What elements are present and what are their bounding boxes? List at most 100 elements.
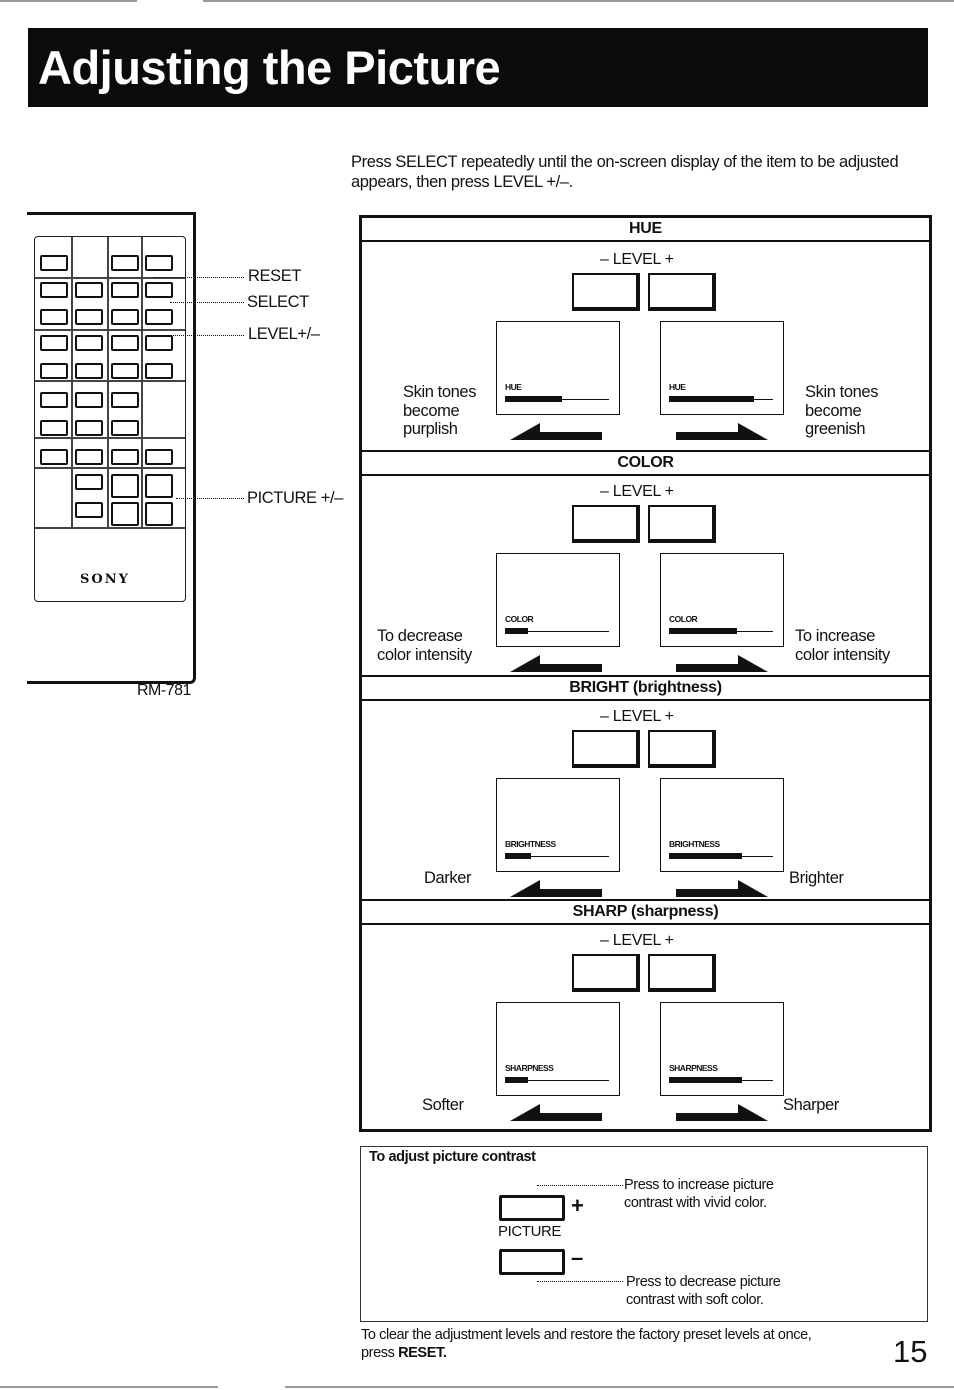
osd-label: HUE [669, 382, 686, 392]
minus-sign: – [571, 1245, 584, 1270]
remote-button [40, 449, 68, 465]
remote-button [111, 392, 139, 408]
remote-button [145, 502, 173, 526]
effect-text-line: color intensity [377, 645, 472, 664]
osd-level-track [754, 399, 773, 400]
effect-text-line: Brighter [789, 868, 844, 887]
picture-button [75, 474, 103, 490]
picture-leader-line [176, 498, 244, 499]
section-header: COLOR [362, 450, 929, 476]
osd-level-track [742, 1080, 773, 1081]
section-header: SHARP (sharpness) [362, 899, 929, 925]
remote-grid-line [35, 329, 185, 331]
remote-button [111, 335, 139, 351]
increase-arrow-icon [674, 655, 768, 673]
osd-level-bar [505, 853, 531, 859]
remote-button [40, 363, 68, 379]
intro-text: Press SELECT repeatedly until the on-scr… [351, 153, 899, 191]
remote-button [111, 449, 139, 465]
section-header: BRIGHT (brightness) [362, 675, 929, 701]
remote-button [145, 449, 173, 465]
picture-callout: PICTURE +/– [247, 489, 344, 507]
remote-button [75, 335, 103, 351]
remote-button [40, 392, 68, 408]
remote-button [75, 420, 103, 436]
level-minus-button [572, 505, 640, 543]
remote-button [145, 282, 173, 298]
effect-text-line: Skin tones [403, 383, 477, 401]
remote-button [40, 282, 68, 298]
decrease-note: Press to decrease picture contrast with … [626, 1274, 781, 1308]
effect-text-line: Skin tones [805, 383, 879, 401]
osd-label: SHARPNESS [669, 1063, 718, 1073]
osd-level-bar [669, 1077, 742, 1083]
page-number: 15 [893, 1334, 928, 1369]
remote-grid-line [71, 237, 73, 527]
remote-button [145, 363, 173, 379]
osd-level-track [737, 631, 773, 632]
right-tv-screen: SHARPNESS [660, 1002, 784, 1096]
reset-leader-line [154, 277, 244, 278]
level-plus-button [648, 273, 716, 311]
effect-text-line: To increase [795, 627, 875, 645]
remote-grid-line [35, 467, 185, 469]
level-label: – LEVEL + [600, 483, 674, 500]
remote-button [145, 474, 173, 498]
remote-grid-line [35, 527, 185, 529]
bottom-rule [285, 1386, 954, 1388]
bottom-rule [0, 1386, 218, 1388]
remote-button [75, 363, 103, 379]
contrast-box: To adjust picture contrast + PICTURE – P… [360, 1146, 928, 1322]
remote-model: RM-781 [137, 682, 191, 699]
osd-level-track [562, 399, 609, 400]
level-plus-button [648, 505, 716, 543]
decrease-arrow-icon [510, 423, 604, 441]
osd-label: HUE [505, 382, 522, 392]
effect-text-line: purplish [403, 420, 458, 438]
left-effect-text: Darker [424, 869, 472, 888]
level-minus-button [572, 954, 640, 992]
remote-button [111, 502, 139, 526]
remote-button-grid [35, 237, 185, 529]
remote-button [111, 474, 139, 498]
right-tv-screen: HUE [660, 321, 784, 415]
section-header: HUE [362, 216, 929, 242]
effect-text-line: Sharper [783, 1095, 839, 1114]
remote-button [111, 420, 139, 436]
remote-button [40, 420, 68, 436]
remote-button [111, 282, 139, 298]
effect-text-line: color intensity [795, 645, 890, 664]
decrease-arrow-icon [510, 655, 604, 673]
left-effect-text: Softer [422, 1096, 464, 1115]
level-label: – LEVEL + [600, 708, 674, 725]
level-callout: LEVEL+/– [248, 325, 320, 343]
decrease-arrow-icon [510, 1104, 604, 1122]
right-effect-text: Brighter [789, 869, 844, 888]
plus-sign: + [571, 1193, 584, 1218]
increase-arrow-icon [674, 1104, 768, 1122]
remote-button-panel: SONY [34, 236, 186, 602]
remote-button [75, 449, 103, 465]
left-tv-screen: COLOR [496, 553, 620, 647]
osd-label: COLOR [669, 614, 698, 624]
increase-arrow-icon [674, 880, 768, 898]
picture-minus-button [499, 1249, 565, 1275]
left-tv-screen: SHARPNESS [496, 1002, 620, 1096]
osd-level-bar [669, 396, 754, 402]
effect-text-line: become [805, 401, 862, 420]
increase-arrow-icon [674, 423, 768, 441]
increase-note: Press to increase picture contrast with … [624, 1177, 774, 1211]
level-leader-line [150, 335, 244, 336]
effect-text-line: To decrease [377, 627, 463, 645]
picture-button-label: PICTURE [498, 1223, 562, 1240]
osd-level-bar [505, 1077, 528, 1083]
remote-body [27, 212, 196, 684]
osd-level-bar [505, 628, 528, 634]
top-rule [0, 0, 137, 2]
contrast-title: To adjust picture contrast [369, 1149, 536, 1165]
osd-level-track [528, 631, 609, 632]
